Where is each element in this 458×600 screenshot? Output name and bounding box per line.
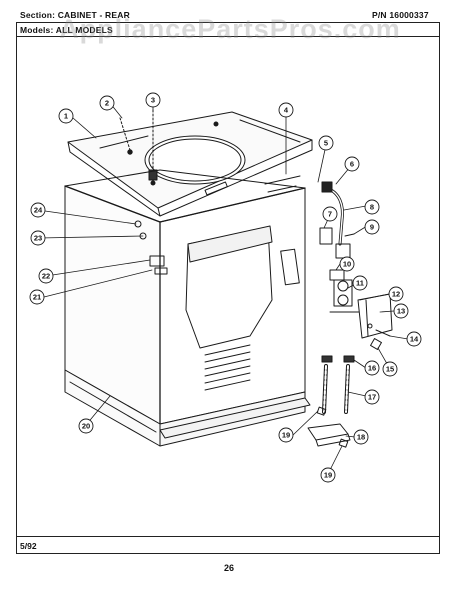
svg-text:16: 16	[368, 364, 376, 373]
svg-text:11: 11	[356, 279, 364, 288]
valve-screws	[370, 329, 391, 350]
hold-down-screws	[119, 109, 158, 183]
callout-14: 14	[406, 331, 422, 347]
callout-24: 24	[30, 202, 46, 218]
callout-3: 3	[145, 92, 161, 108]
callout-17: 17	[364, 389, 380, 405]
fill-hose-assembly	[319, 181, 355, 259]
part-number-value: 16000337	[389, 10, 429, 20]
watermark-text: AppliancePartsPros.com	[59, 14, 401, 44]
models-value: ALL MODELS	[55, 25, 113, 35]
svg-text:14: 14	[410, 335, 419, 344]
rear-bracket	[307, 406, 351, 448]
diagram-frame	[16, 22, 440, 554]
svg-text:2: 2	[105, 99, 109, 108]
svg-text:20: 20	[82, 422, 90, 431]
callout-20: 20	[78, 418, 94, 434]
section-value: CABINET - REAR	[57, 10, 130, 20]
svg-text:3: 3	[151, 96, 155, 105]
callout-6: 6	[344, 156, 360, 172]
callout-15: 15	[382, 361, 398, 377]
models-label: Models:	[20, 25, 54, 35]
inlet-hoses	[321, 355, 355, 414]
callout-4: 4	[278, 102, 294, 118]
callout-8: 8	[364, 199, 380, 215]
svg-text:9: 9	[370, 223, 374, 232]
callout-9: 9	[364, 219, 380, 235]
callout-21: 21	[29, 289, 45, 305]
callout-11: 11	[352, 275, 368, 291]
svg-text:22: 22	[42, 272, 50, 281]
callout-7: 7	[322, 206, 338, 222]
models-header: Models: ALL MODELS	[20, 25, 113, 35]
callout-numbers: 1 2 3 4 5 6 7 8 9 10 11 12 13 14 15 16 1…	[29, 92, 422, 483]
svg-text:7: 7	[328, 210, 332, 219]
callout-23: 23	[30, 230, 46, 246]
callout-1: 1	[58, 108, 74, 124]
svg-text:17: 17	[368, 393, 376, 402]
section-header: Section: CABINET - REAR	[20, 10, 130, 20]
callout-5: 5	[318, 135, 334, 151]
callout-16: 16	[364, 360, 380, 376]
svg-text:15: 15	[386, 365, 394, 374]
svg-text:6: 6	[350, 160, 354, 169]
svg-text:1: 1	[64, 112, 68, 121]
callout-2: 2	[99, 95, 115, 111]
callout-19-upper: 19	[278, 427, 294, 443]
svg-text:19: 19	[324, 471, 332, 480]
svg-text:19: 19	[282, 431, 290, 440]
svg-text:13: 13	[397, 307, 405, 316]
revision-date: 5/92	[20, 541, 37, 551]
svg-text:4: 4	[284, 106, 289, 115]
footer-divider	[16, 536, 440, 537]
svg-text:12: 12	[392, 290, 400, 299]
svg-text:24: 24	[34, 206, 43, 215]
svg-text:8: 8	[370, 203, 374, 212]
leader-lines	[37, 100, 409, 475]
part-number-label: P/N	[372, 10, 387, 20]
callout-12: 12	[388, 286, 404, 302]
callout-18: 18	[353, 429, 369, 445]
svg-text:18: 18	[357, 433, 365, 442]
page-number: 26	[223, 563, 234, 573]
callout-13: 13	[393, 303, 409, 319]
callout-10: 10	[339, 256, 355, 272]
svg-text:10: 10	[343, 260, 351, 269]
callout-22: 22	[38, 268, 54, 284]
top-cover	[67, 111, 313, 217]
callout-19-lower: 19	[320, 467, 336, 483]
section-label: Section:	[20, 10, 56, 20]
cabinet-body	[64, 169, 311, 447]
svg-text:5: 5	[324, 139, 328, 148]
header-divider	[16, 36, 440, 37]
svg-text:23: 23	[34, 234, 42, 243]
part-number-header: P/N 16000337	[372, 10, 429, 20]
svg-text:21: 21	[33, 293, 41, 302]
